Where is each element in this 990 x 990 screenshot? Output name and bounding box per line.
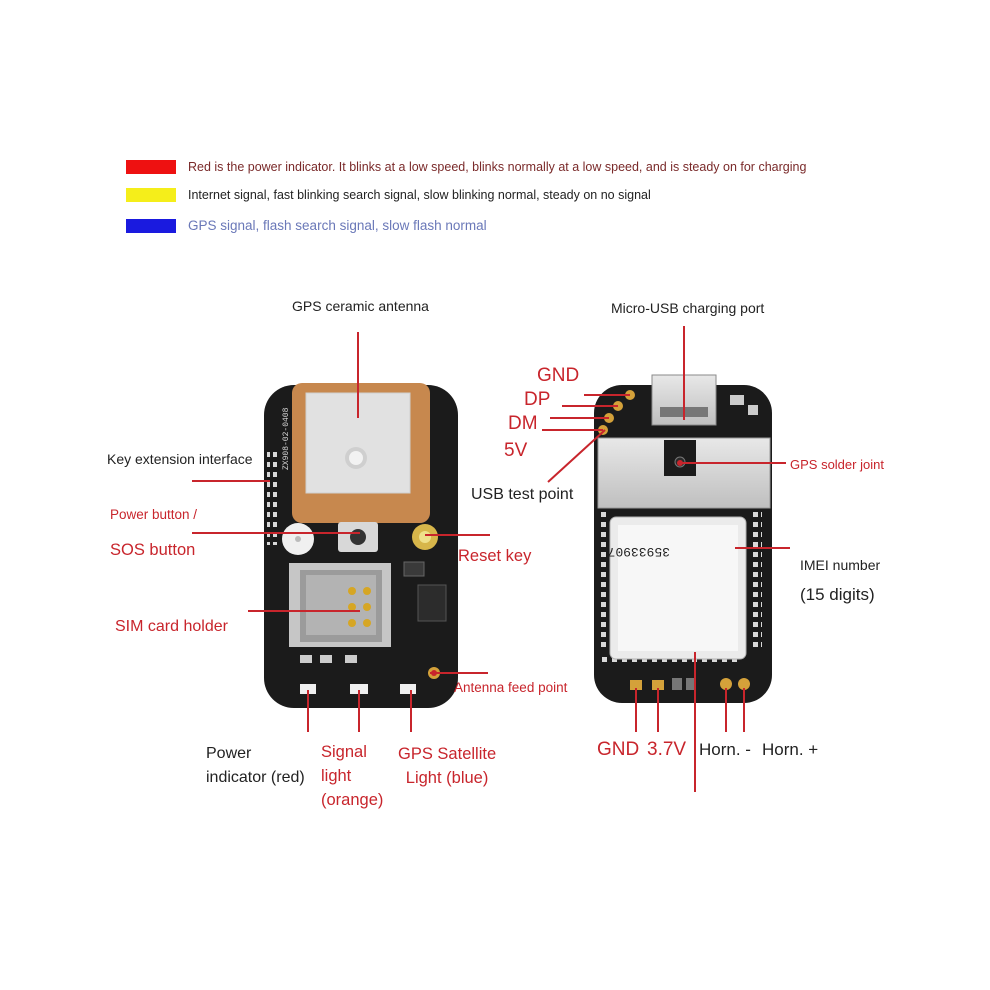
legend-gps-row: GPS signal, flash search signal, slow fl…	[126, 218, 487, 233]
power-button-label-line1: Power button /	[110, 507, 198, 522]
legend-internet-row: Internet signal, fast blinking search si…	[126, 188, 651, 202]
signal-light-line2: light	[321, 767, 352, 785]
front-leader-lines	[192, 332, 490, 732]
gps-led	[400, 684, 416, 694]
signal-light-label: Signal light (orange)	[321, 740, 383, 812]
legend-internet-text: Internet signal, fast blinking search si…	[188, 188, 651, 202]
front-silk-text: ZX908-02-0408	[282, 407, 291, 470]
gps-light-label: GPS Satellite Light (blue)	[398, 742, 496, 790]
back-leader-lines	[542, 326, 790, 792]
gps-antenna-patch	[292, 383, 430, 523]
bottom-gnd-label: GND	[597, 739, 640, 760]
power-indicator-label: Power indicator (red)	[206, 742, 305, 790]
cellular-module: 35933907	[608, 516, 747, 660]
legend-internet-swatch	[126, 188, 176, 202]
imei-digits-label: (15 digits)	[800, 585, 875, 604]
usb-test-point-label: USB test point	[471, 486, 574, 503]
sim-holder-label: SIM card holder	[115, 618, 228, 635]
key-extension-label: Key extension interface	[107, 451, 253, 467]
imei-number-label: IMEI number	[800, 557, 881, 573]
signal-light-line1: Signal	[321, 743, 367, 761]
legend-power-swatch	[126, 160, 176, 174]
signal-led	[350, 684, 368, 694]
legend-gps-swatch	[126, 218, 176, 233]
imei-value: 35933907	[608, 544, 670, 559]
horn-minus-label: Horn. -	[699, 740, 751, 759]
sim-card-holder	[289, 563, 391, 647]
dp-pin-label: DP	[524, 389, 551, 410]
5v-pin-label: 5V	[504, 440, 528, 461]
power-led	[300, 684, 316, 694]
legend-gps-text: GPS signal, flash search signal, slow fl…	[188, 218, 487, 233]
legend-power-text: Red is the power indicator. It blinks at…	[188, 160, 807, 174]
bottom-3v7-label: 3.7V	[647, 739, 687, 760]
gnd-pin-label: GND	[537, 365, 580, 386]
micro-usb-label: Micro-USB charging port	[611, 300, 765, 316]
reset-key-label: Reset key	[458, 547, 532, 565]
legend-power-row: Red is the power indicator. It blinks at…	[126, 160, 806, 174]
antenna-feed-label: Antenna feed point	[454, 680, 568, 695]
back-board: 35933907	[594, 374, 772, 703]
horn-plus-label: Horn. +	[762, 740, 819, 759]
gps-light-line1: GPS Satellite	[398, 745, 497, 763]
dm-pin-label: DM	[508, 413, 538, 434]
power-button-label-line2: SOS button	[110, 541, 196, 559]
gps-light-line2: Light (blue)	[405, 769, 489, 787]
gps-solder-label: GPS solder joint	[790, 457, 884, 472]
power-indicator-line2: indicator (red)	[206, 769, 305, 786]
front-board: ZX908-02-0408	[264, 383, 458, 708]
power-indicator-line1: Power	[206, 745, 252, 762]
signal-light-line3: (orange)	[321, 791, 384, 809]
gps-antenna-label: GPS ceramic antenna	[292, 298, 429, 314]
